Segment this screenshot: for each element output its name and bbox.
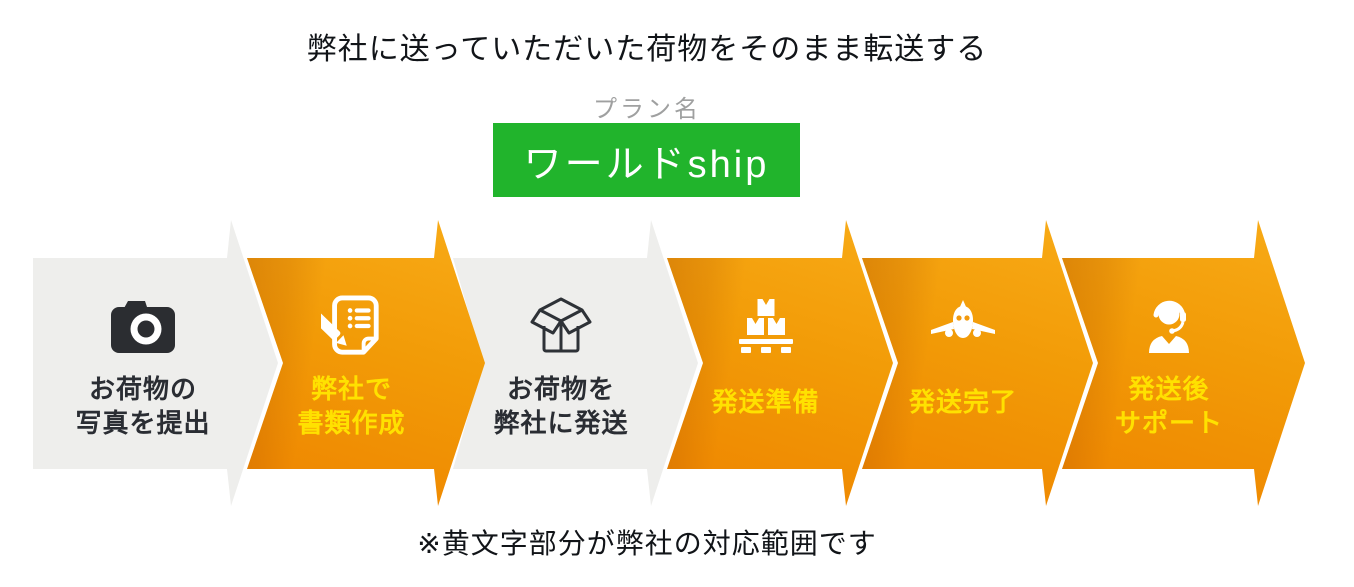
plan-name-label: プラン名	[593, 96, 701, 123]
step-label: お荷物の 写真を提出	[75, 374, 211, 438]
headset-person-icon	[1134, 294, 1204, 358]
step-label: 発送準備	[711, 387, 820, 417]
process-flow: お荷物の 写真を提出	[0, 220, 1354, 506]
step-label: お荷物を 弊社に発送	[493, 374, 629, 438]
pallet-boxes-icon	[731, 294, 801, 358]
step-photo-submit: お荷物の 写真を提出	[33, 220, 278, 506]
airplane-icon	[928, 294, 998, 358]
step-shipping-complete: 発送完了	[862, 220, 1093, 506]
plan-name-badge: ワールドship	[493, 123, 800, 197]
camera-icon	[108, 294, 178, 358]
plan-name-text: ワールドship	[523, 143, 770, 186]
step-document-creation: 弊社で 書類作成	[247, 220, 485, 506]
step-shipping-preparation: 発送準備	[667, 220, 893, 506]
open-box-icon	[526, 294, 596, 358]
step-label: 発送後 サポート	[1114, 374, 1223, 438]
page-title: 弊社に送っていただいた荷物をそのまま転送する	[306, 33, 988, 66]
footnote: ※黄文字部分が弊社の対応範囲です	[417, 528, 877, 559]
step-label: 発送完了	[908, 387, 1017, 417]
step-after-shipping-support: 発送後 サポート	[1062, 220, 1305, 506]
document-pencil-icon	[317, 294, 387, 358]
step-ship-to-company: お荷物を 弊社に発送	[453, 220, 698, 506]
step-label: 弊社で 書類作成	[297, 374, 406, 438]
